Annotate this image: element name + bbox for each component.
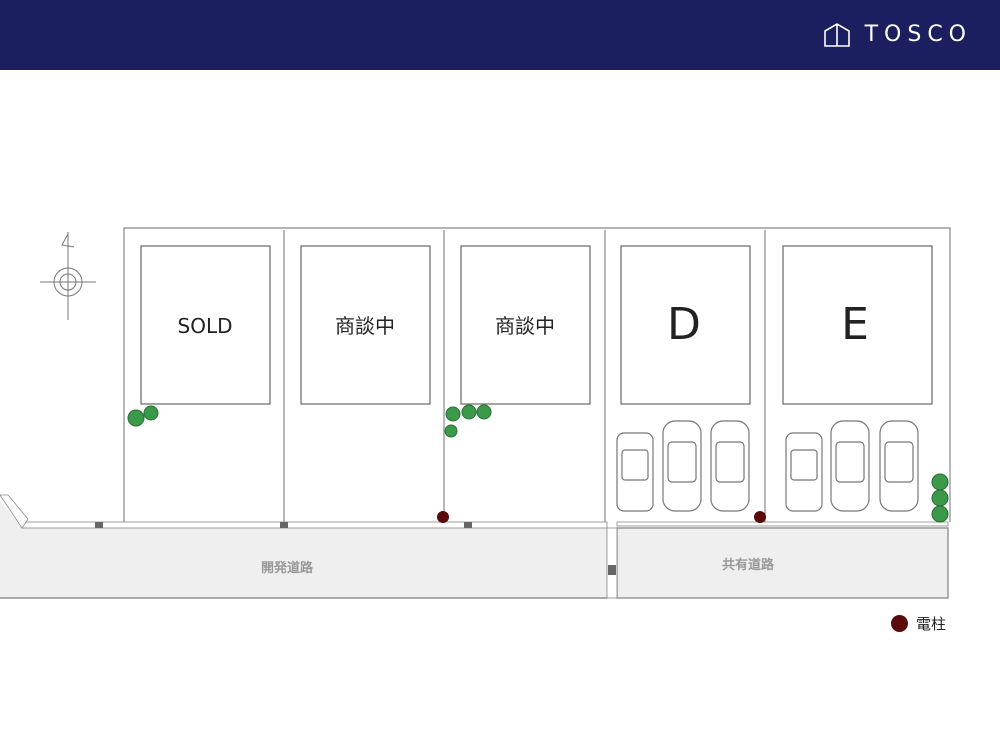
car-icon [830,420,870,512]
tree-icon [127,409,145,427]
tree-icon [143,405,159,421]
car-icon [879,420,919,512]
brand-logo[interactable]: TOSCO [823,22,972,47]
utility-pole-legend-label: 電柱 [916,615,947,633]
brand-name: TOSCO [864,22,972,47]
development-road-label: 開発道路 [261,560,314,576]
utility-pole-icon [754,511,766,523]
car-icon [616,432,654,512]
lot-b-building[interactable] [300,245,431,405]
house-logo-icon [823,22,850,47]
lot-a-building[interactable] [140,245,271,405]
north-compass-icon [40,232,96,320]
trees [127,404,949,523]
parking-cars [616,420,919,512]
header-bar: TOSCO [0,0,1000,70]
tree-icon [461,404,477,420]
tree-icon [476,404,492,420]
lot-c-status: 商談中 [495,314,555,338]
lot-e-label: E [841,299,869,350]
tree-icon [931,505,949,523]
shared-road-label: 共有道路 [722,557,775,573]
car-icon [710,420,750,512]
lot-c-building[interactable] [460,245,591,405]
curb [0,494,949,599]
tree-icon [931,473,949,491]
car-icon [662,420,702,512]
tree-icon [931,489,949,507]
car-icon [785,432,823,512]
lot-b-status: 商談中 [335,314,395,338]
tree-icon [445,406,461,422]
development-road [0,500,607,598]
lot-e-building[interactable] [782,245,933,405]
lot-d-building[interactable] [620,245,751,405]
legend: 電柱 [891,613,946,634]
tree-icon [444,424,458,438]
shared-road [616,527,949,599]
lot-a-status: SOLD [178,314,233,338]
utility-pole-icon [437,511,449,523]
lot-boundaries [123,227,951,522]
utility-pole-legend-icon [891,615,908,632]
lot-d-label: D [667,299,701,350]
